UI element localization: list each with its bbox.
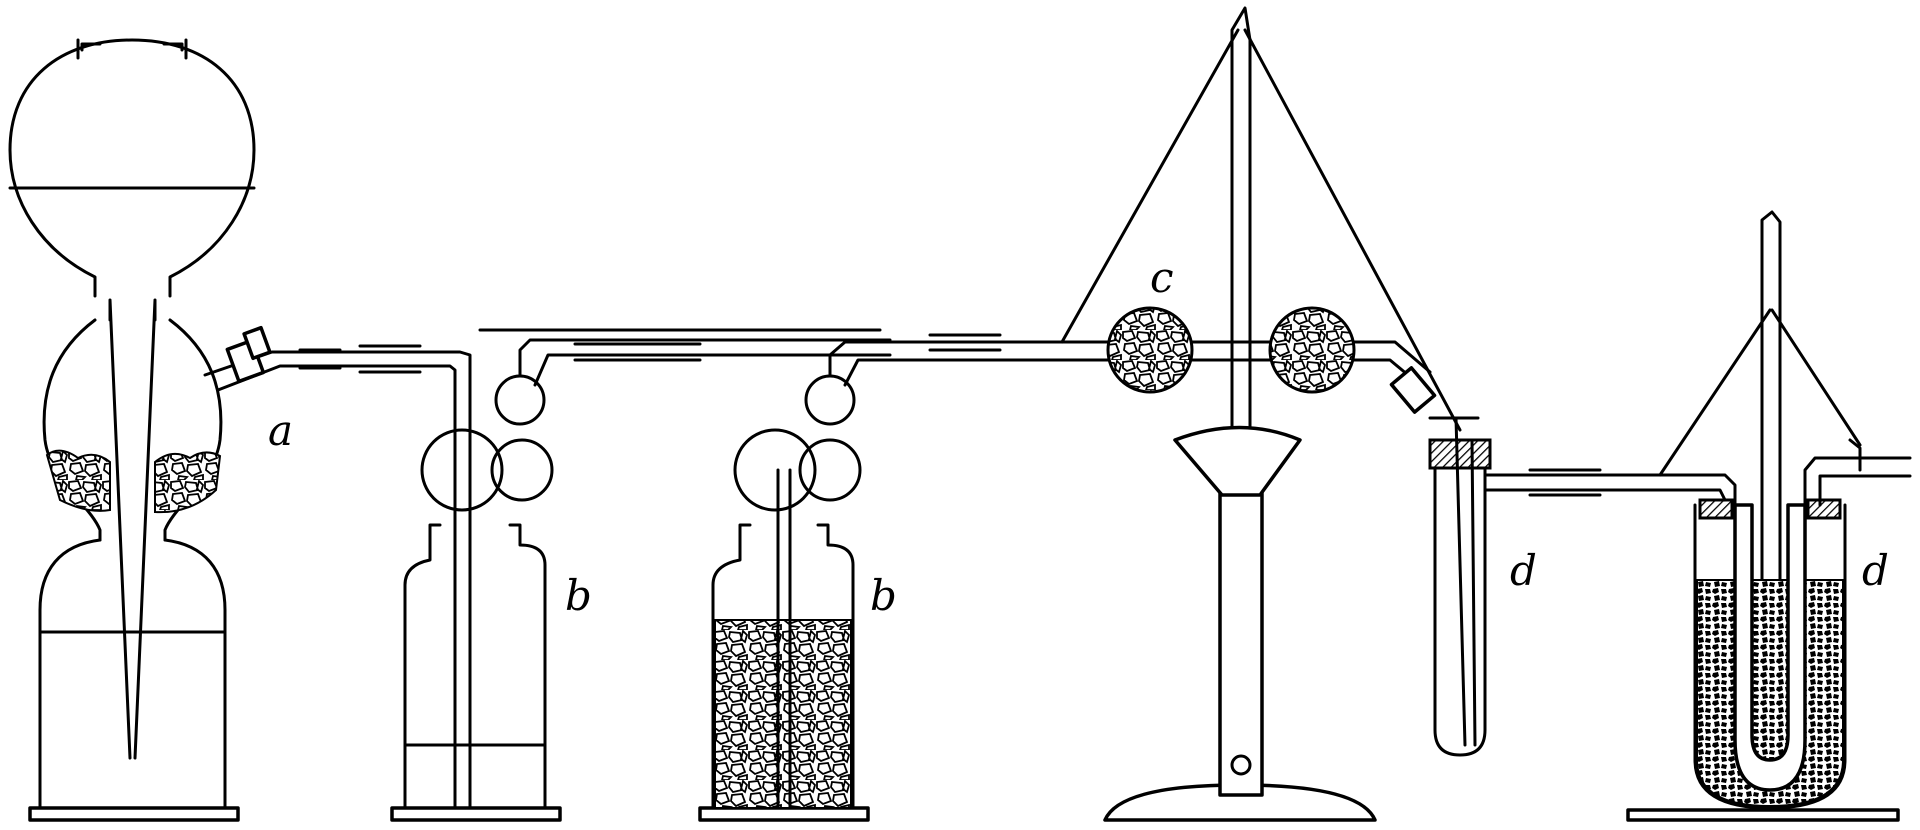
label-d2: d bbox=[1862, 546, 1889, 595]
kipp-generator: a bbox=[8, 38, 472, 822]
label-c: c bbox=[1150, 253, 1174, 302]
wash-bottle-2: b bbox=[698, 333, 1062, 822]
label-a: a bbox=[268, 406, 293, 455]
drying-bulbs-stand: c bbox=[1058, 6, 1462, 822]
label-b1: b bbox=[565, 571, 592, 620]
u-tube-beaker: d bbox=[1626, 210, 1912, 822]
wash-bottle-1: b bbox=[390, 328, 892, 822]
label-d1: d bbox=[1510, 546, 1537, 595]
label-b2: b bbox=[870, 571, 897, 620]
test-tube-1: d bbox=[1428, 416, 1662, 757]
